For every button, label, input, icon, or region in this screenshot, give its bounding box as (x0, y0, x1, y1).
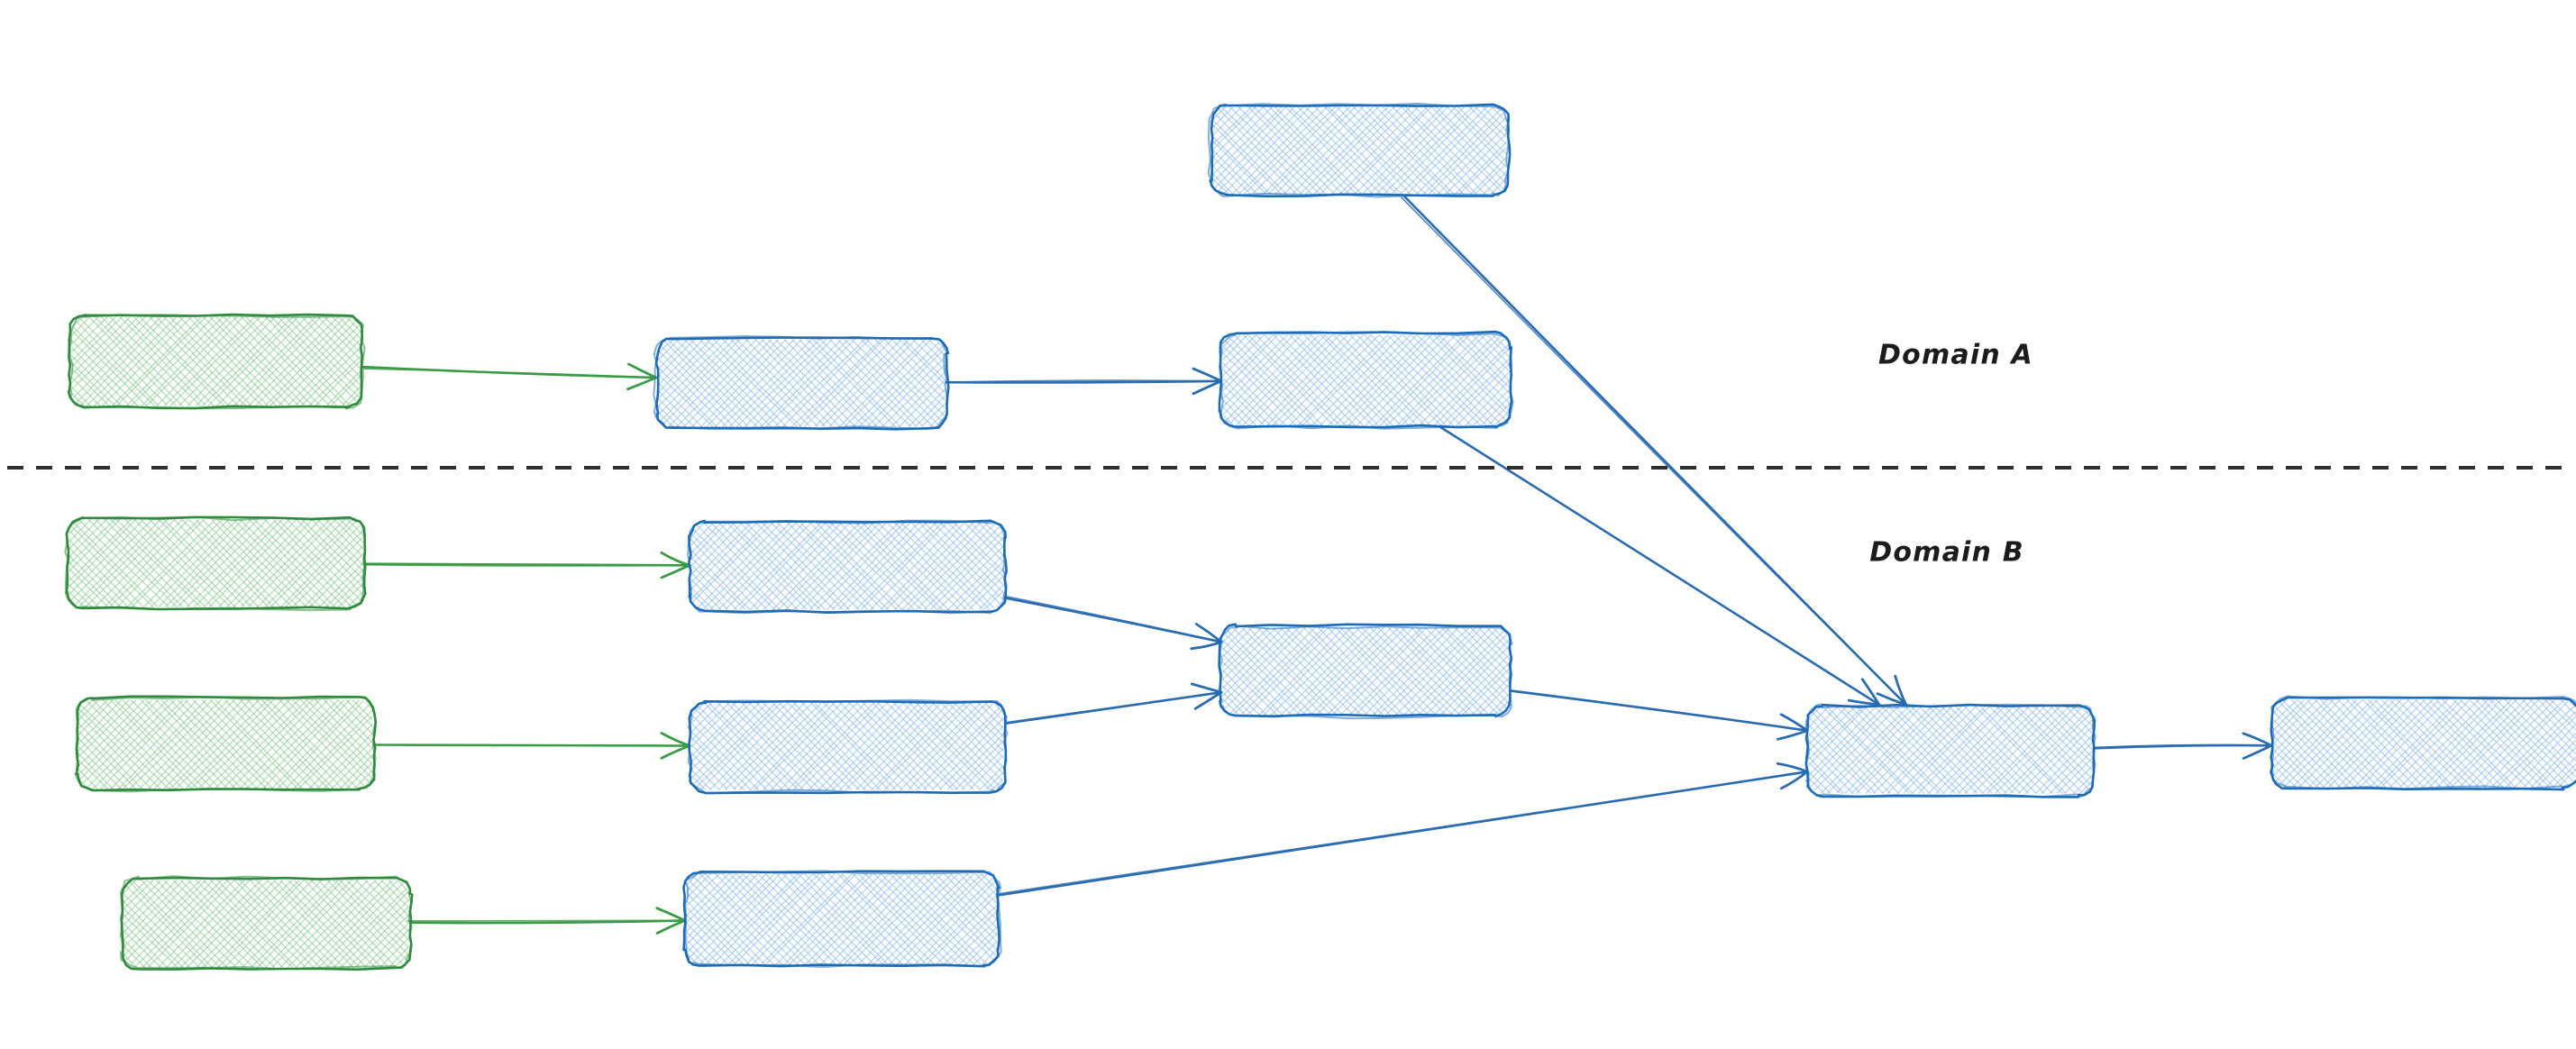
edge-e9 (1003, 682, 1223, 725)
edge-e7 (406, 907, 687, 935)
node-b-hub[interactable] (1627, 703, 2178, 798)
label-domain-a: Domain A (1878, 339, 2033, 371)
edge-e5 (363, 551, 691, 579)
node-a-proc-1[interactable] (475, 335, 1035, 431)
edge-e3 (1401, 194, 1908, 707)
node-b-sink[interactable] (2090, 695, 2576, 791)
edge-e6 (372, 732, 691, 760)
edge-e8 (1003, 595, 1223, 651)
node-a-src-1[interactable] (0, 313, 454, 410)
node-b-src-3[interactable] (0, 875, 500, 971)
edge-e4 (1437, 424, 1881, 707)
node-b-merge-1[interactable] (1040, 623, 1598, 720)
edge-e10 (1509, 689, 1809, 741)
node-b-proc-1[interactable] (508, 519, 1091, 615)
node-b-proc-3[interactable] (498, 870, 1089, 969)
node-b-src-2[interactable] (0, 695, 461, 793)
node-b-src-1[interactable] (0, 515, 452, 612)
label-domain-b: Domain B (1869, 536, 2024, 569)
node-b-proc-2[interactable] (509, 698, 1089, 795)
edge-e2 (945, 367, 1223, 396)
edge-e12 (2092, 732, 2273, 760)
edge-e1 (361, 362, 658, 391)
edge-e11 (997, 762, 1809, 897)
node-a-proc-2[interactable] (1033, 330, 1603, 430)
node-a-top-1[interactable] (1029, 102, 1597, 198)
